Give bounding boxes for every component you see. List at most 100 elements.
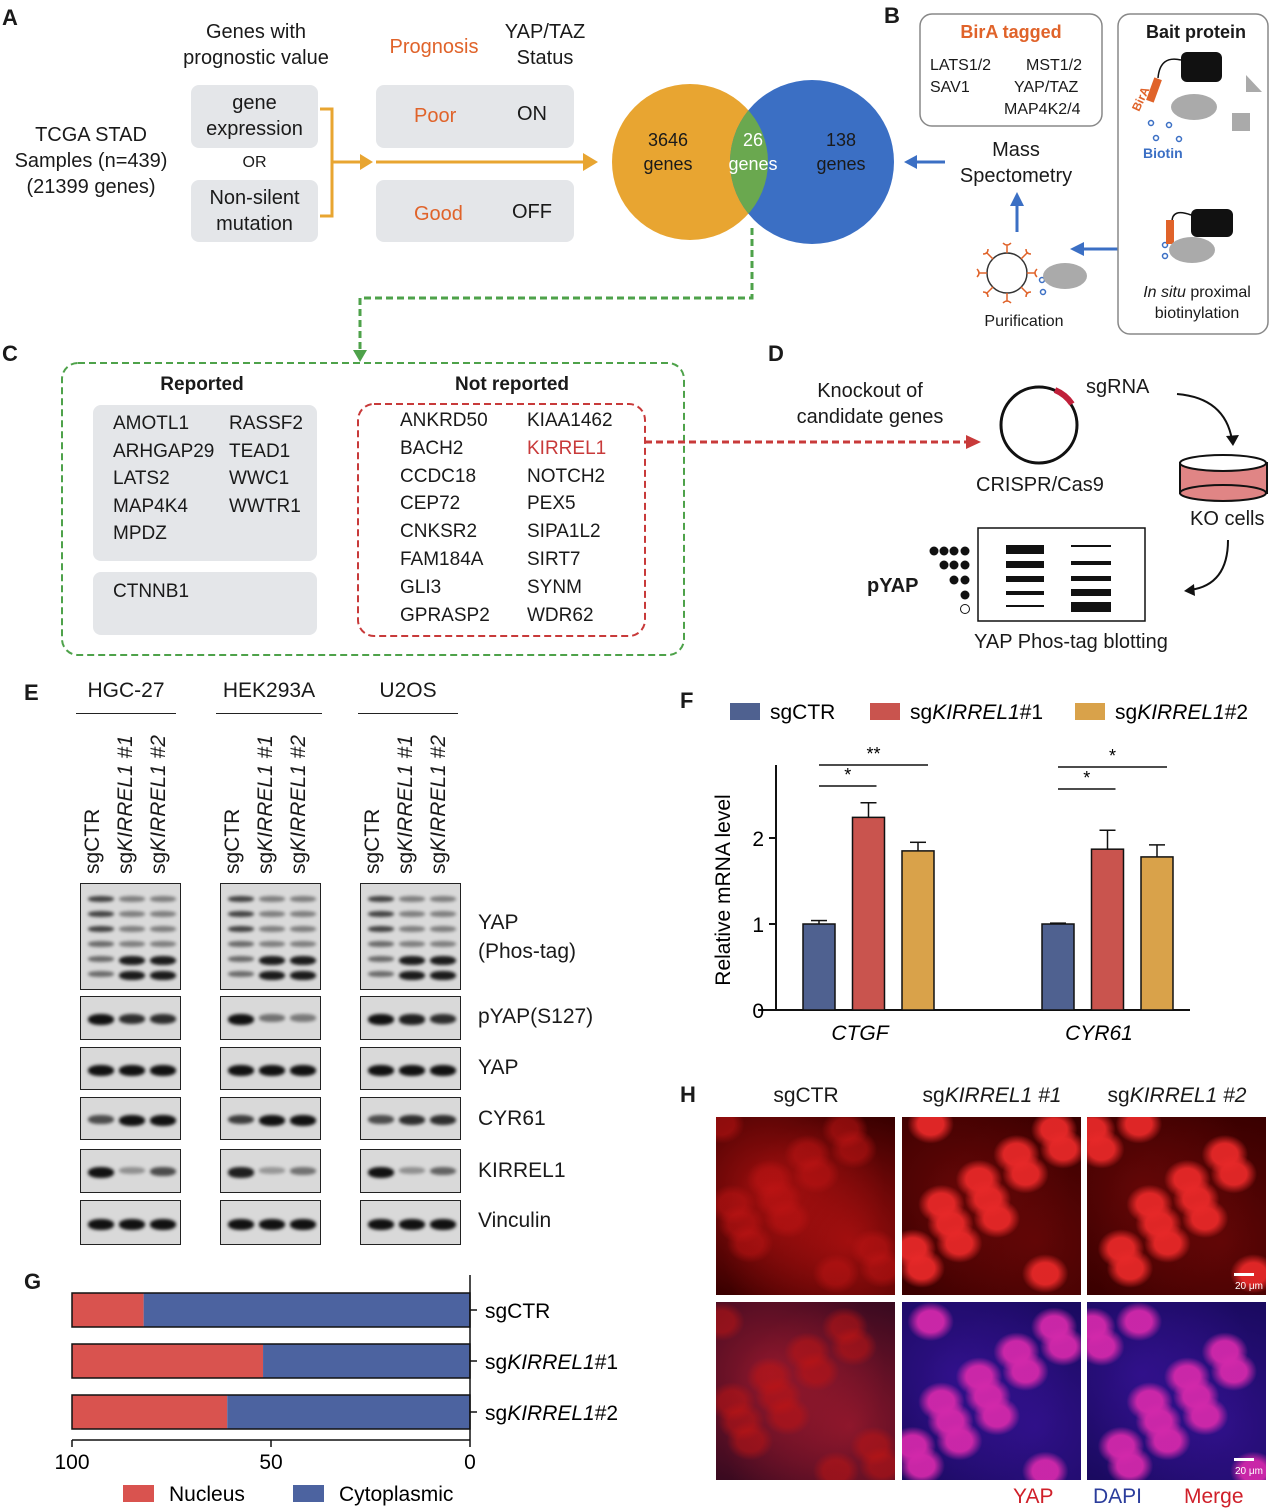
venn-right-circle bbox=[730, 80, 894, 244]
channel-label: YAP bbox=[1013, 1485, 1054, 1508]
blot-band bbox=[259, 896, 285, 902]
tagged-item: SAV1 bbox=[930, 79, 970, 96]
blot-band bbox=[259, 941, 285, 947]
legend-swatch bbox=[1075, 703, 1105, 720]
blot-band bbox=[228, 1064, 254, 1076]
blot-band bbox=[119, 896, 145, 902]
cell-line-label: HGC-27 bbox=[87, 679, 165, 702]
bira-tagged-title: BirA tagged bbox=[960, 22, 1062, 42]
blot-band bbox=[290, 971, 316, 980]
merge-stain-image bbox=[716, 1302, 895, 1480]
bait-protein-title: Bait protein bbox=[1145, 22, 1246, 42]
y-axis-label: Relative mRNA level bbox=[712, 794, 735, 985]
bar-nucleus bbox=[72, 1344, 264, 1378]
lane-label: sgCTR bbox=[81, 808, 104, 874]
blot-band bbox=[399, 926, 425, 932]
condition-label: sgKIRREL1 #1 bbox=[922, 1084, 1062, 1107]
blot-band bbox=[119, 926, 145, 932]
yap-stain-image: 20 μm bbox=[1087, 1117, 1266, 1295]
condition-label: sgKIRREL1 #2 bbox=[1107, 1084, 1247, 1107]
bar-cytoplasmic bbox=[143, 1293, 470, 1327]
panel-label-b: B bbox=[884, 3, 900, 28]
western-blot bbox=[80, 883, 181, 990]
blot-label: CYR61 bbox=[478, 1107, 546, 1130]
scale-bar bbox=[1234, 1458, 1254, 1461]
merge-stain-image bbox=[902, 1302, 1081, 1480]
good-off-box: Good OFF bbox=[376, 180, 574, 242]
reported-gene: ARHGAP29 bbox=[113, 440, 215, 462]
tagged-item: MST1/2 bbox=[1026, 57, 1083, 74]
blot-band bbox=[88, 896, 114, 902]
prey-protein-icon bbox=[1171, 94, 1217, 120]
blot-band bbox=[88, 971, 114, 977]
blot-band bbox=[290, 941, 316, 947]
blot-band bbox=[399, 971, 425, 980]
yap-stain-image bbox=[902, 1117, 1081, 1295]
blot-band bbox=[119, 1114, 145, 1126]
tagged-item: YAP/TAZ bbox=[1014, 79, 1079, 96]
not-reported-gene: FAM184A bbox=[400, 549, 484, 570]
blot-band bbox=[430, 956, 456, 965]
source-genes: (21399 genes) bbox=[26, 176, 156, 198]
blot-band bbox=[150, 896, 176, 902]
panel-label-g: G bbox=[24, 1269, 42, 1294]
western-blot bbox=[360, 1047, 461, 1090]
y-tick-label: 0 bbox=[752, 1000, 764, 1023]
reported-gene: AMOTL1 bbox=[113, 413, 190, 434]
blot-label: YAP bbox=[478, 1056, 519, 1079]
western-blot bbox=[220, 1097, 321, 1140]
western-blot bbox=[360, 1097, 461, 1140]
blot-band bbox=[150, 956, 176, 965]
legend-swatch bbox=[123, 1485, 154, 1502]
or-label: OR bbox=[242, 154, 267, 171]
blot-band bbox=[430, 1218, 456, 1230]
western-blot bbox=[220, 1149, 321, 1193]
blot-band bbox=[399, 896, 425, 902]
pyap-label: pYAP bbox=[867, 575, 919, 597]
criteria-gene-expression: gene expression bbox=[191, 85, 318, 148]
blot-band bbox=[290, 896, 316, 902]
significance-mark: ** bbox=[866, 744, 880, 764]
phospho-dots-icon bbox=[929, 546, 970, 614]
not-reported-gene: SIRT7 bbox=[527, 549, 581, 570]
blot-band bbox=[150, 1014, 176, 1024]
blot-band bbox=[399, 1218, 425, 1230]
x-tick-label: 50 bbox=[259, 1451, 282, 1474]
blot-band bbox=[430, 911, 456, 917]
biotin-dots-icon bbox=[1038, 119, 1183, 296]
blot-band bbox=[368, 941, 394, 947]
panel-label-a: A bbox=[2, 5, 18, 30]
blot-band bbox=[368, 956, 394, 962]
streptavidin-bead-icon bbox=[976, 242, 1087, 304]
prognosis-good: Good bbox=[414, 203, 463, 225]
channel-label: Merge bbox=[1184, 1485, 1244, 1508]
sgrna-insert bbox=[1053, 387, 1075, 406]
blot-band bbox=[88, 1218, 114, 1230]
bar-nucleus bbox=[72, 1293, 144, 1327]
ko-cells-label: KO cells bbox=[1190, 508, 1265, 530]
category-label: CTGF bbox=[831, 1022, 889, 1045]
blot-band bbox=[430, 926, 456, 932]
blot-band bbox=[119, 1064, 145, 1076]
reported-genes-box bbox=[93, 405, 317, 561]
legend-label: sgKIRREL1#1 bbox=[910, 701, 1043, 724]
blot-band bbox=[399, 941, 425, 947]
criteria-non-silent-mutation: Non-silent mutation bbox=[191, 180, 318, 242]
blot-band bbox=[399, 911, 425, 917]
bira-tagged-box bbox=[919, 13, 1103, 127]
western-blot bbox=[360, 1149, 461, 1193]
poor-on-box: Poor ON bbox=[376, 85, 574, 148]
blot-band bbox=[88, 956, 114, 962]
blot-label: Vinculin bbox=[478, 1209, 552, 1232]
bira-tag-icon bbox=[1146, 77, 1162, 103]
phostag-blot-schematic bbox=[977, 527, 1146, 622]
lane-label: sgCTR bbox=[221, 808, 244, 874]
blot-band bbox=[290, 1064, 316, 1076]
cell-line-label: HEK293A bbox=[222, 679, 316, 702]
western-blot bbox=[220, 996, 321, 1040]
western-blot bbox=[220, 1047, 321, 1090]
blot-band bbox=[430, 1167, 456, 1176]
condition-label: sgCTR bbox=[773, 1084, 839, 1107]
